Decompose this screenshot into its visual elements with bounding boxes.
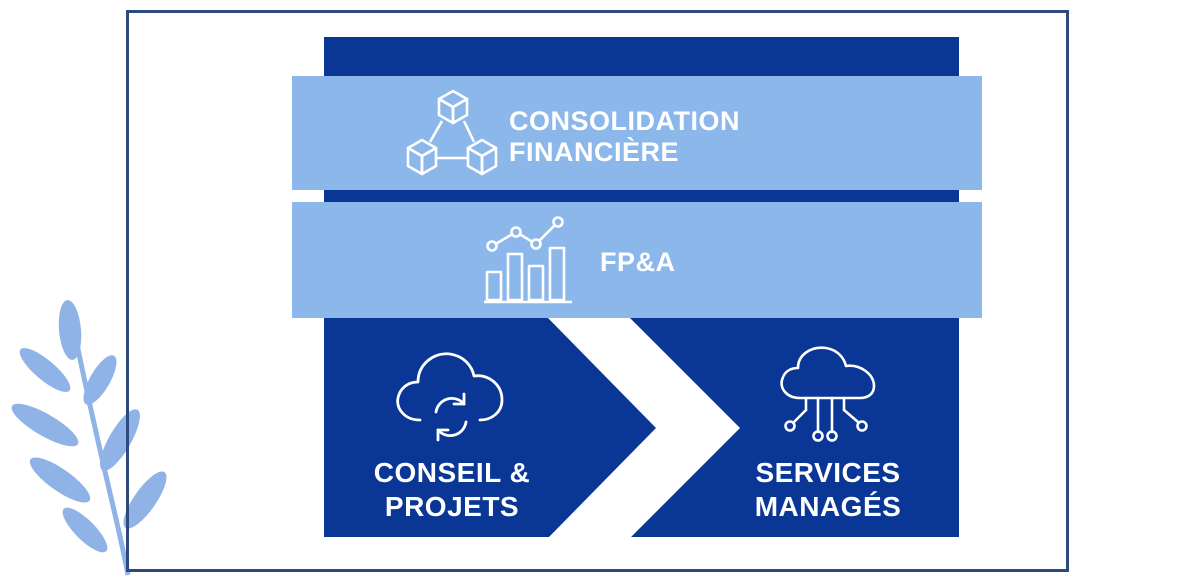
- fpa-band: [292, 202, 982, 318]
- fpa-label: FP&A: [600, 247, 676, 277]
- conseil-label-line2: PROJETS: [384, 491, 520, 522]
- conseil-label-line1: CONSEIL &: [373, 457, 531, 488]
- linked-cubes-icon: [404, 88, 502, 180]
- consolidation-label-line2: FINANCIÈRE: [509, 137, 680, 167]
- leaf-branch-decoration: [11, 300, 167, 576]
- outer-frame: [126, 10, 1069, 572]
- consolidation-label-line1: CONSOLIDATION: [509, 106, 740, 136]
- cloud-refresh-icon: [392, 346, 510, 442]
- services-label-line2: MANAGÉS: [754, 491, 902, 522]
- consolidation-label: CONSOLIDATION FINANCIÈRE: [509, 106, 740, 168]
- cloud-network-icon: [776, 344, 882, 444]
- services-label: SERVICES MANAGÉS: [728, 456, 928, 524]
- bar-chart-trend-icon: [482, 214, 574, 306]
- services-label-line1: SERVICES: [755, 457, 901, 488]
- conseil-label: CONSEIL & PROJETS: [330, 456, 574, 524]
- consolidation-band: [292, 76, 982, 190]
